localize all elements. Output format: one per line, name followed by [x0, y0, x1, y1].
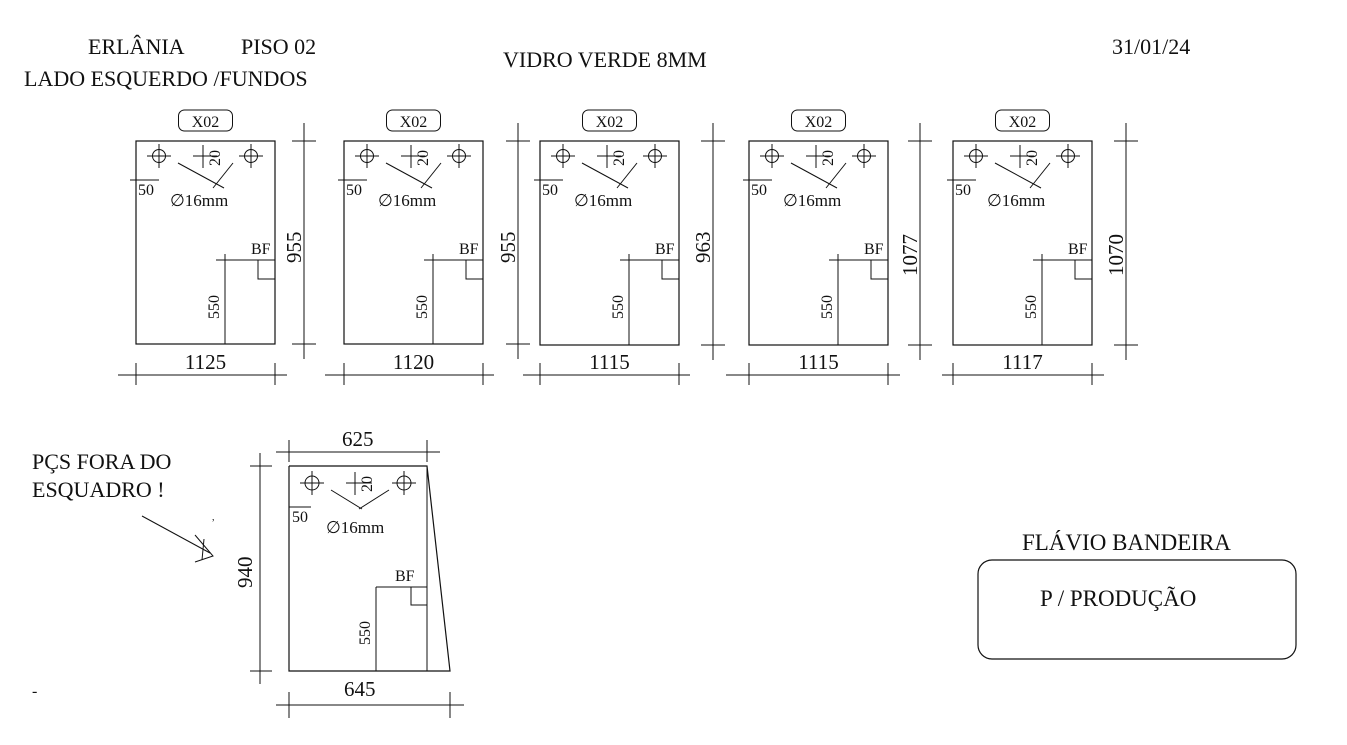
- hole-gap: 20: [207, 150, 224, 166]
- special-hole-gap: 20: [359, 476, 376, 492]
- panel-width: 1120: [393, 350, 434, 374]
- note-arrow-shaft: [141, 515, 211, 554]
- qty-label: X02: [596, 114, 624, 131]
- floor-label: PISO 02: [241, 34, 316, 59]
- leader-line: [825, 162, 847, 189]
- hole-diameter: ∅16mm: [378, 191, 436, 210]
- panel-height: 955: [282, 232, 306, 264]
- special-bf-box: [410, 586, 428, 606]
- panel-outline: [539, 140, 680, 346]
- bf-height: 550: [610, 295, 627, 319]
- panel-outline: [343, 140, 484, 345]
- bf-height: 550: [206, 295, 223, 319]
- leader-line: [330, 489, 363, 510]
- bf-height: 550: [819, 295, 836, 319]
- note-arrow: [141, 515, 214, 563]
- production-label: P / PRODUÇÃO: [1040, 586, 1196, 611]
- panel-width: 1125: [185, 350, 226, 374]
- bf-label: BF: [251, 241, 271, 258]
- signature-name: FLÁVIO BANDEIRA: [1022, 530, 1231, 555]
- hole-offset: 50: [138, 182, 154, 199]
- bf-label: BF: [459, 241, 479, 258]
- leader-line: [420, 162, 442, 189]
- bf-box: [1074, 259, 1093, 280]
- hole-gap: 20: [415, 150, 432, 166]
- note-line-2: ESQUADRO !: [32, 477, 165, 502]
- leader-line: [212, 162, 234, 189]
- panel-outline: [952, 140, 1093, 346]
- bf-height: 550: [414, 295, 431, 319]
- special-top-width: 625: [342, 427, 374, 451]
- bf-box: [257, 259, 276, 280]
- qty-badge: [791, 109, 846, 132]
- qty-badge: [386, 109, 441, 132]
- stray-mark: -: [32, 683, 37, 700]
- bf-box: [870, 259, 889, 280]
- stray-mark: ,: [212, 512, 215, 523]
- special-hole-offset: 50: [292, 509, 308, 526]
- hole-diameter: ∅16mm: [170, 191, 228, 210]
- panel-width: 1117: [1002, 350, 1042, 374]
- hole-offset: 50: [751, 182, 767, 199]
- leader-line: [358, 489, 390, 510]
- client-name: ERLÂNIA: [88, 34, 185, 59]
- special-bf-height: 550: [357, 621, 374, 645]
- panel-outline: [748, 140, 889, 346]
- side-label: LADO ESQUERDO /FUNDOS: [24, 66, 308, 91]
- hole-gap: 20: [820, 150, 837, 166]
- production-box: [977, 559, 1297, 660]
- leader-line: [1029, 162, 1051, 189]
- hole-gap: 20: [611, 150, 628, 166]
- qty-badge: [995, 109, 1050, 132]
- bf-label: BF: [655, 241, 675, 258]
- qty-label: X02: [805, 114, 833, 131]
- note-arrow-head: [201, 538, 205, 561]
- qty-label: X02: [192, 114, 220, 131]
- special-panel: 625 645 940 20 50 ∅16mm: [233, 427, 464, 718]
- bf-label: BF: [1068, 241, 1088, 258]
- qty-badge: [178, 109, 233, 132]
- panel-height: 1077: [898, 234, 922, 276]
- material-label: VIDRO VERDE 8MM: [503, 47, 707, 72]
- bf-box: [465, 259, 484, 280]
- qty-label: X02: [1009, 114, 1037, 131]
- special-bf-label: BF: [395, 568, 415, 585]
- special-height: 940: [233, 557, 257, 589]
- panel-height: 955: [496, 232, 520, 264]
- hole-diameter: ∅16mm: [783, 191, 841, 210]
- leader-line: [616, 162, 638, 189]
- bf-box: [661, 259, 680, 280]
- hole-diameter: ∅16mm: [987, 191, 1045, 210]
- panel-width: 1115: [589, 350, 629, 374]
- special-panel-outline: [288, 465, 451, 672]
- note-arrow-head: [194, 534, 214, 563]
- special-holes: 20 50 ∅16mm: [289, 471, 416, 537]
- qty-badge: [582, 109, 637, 132]
- hole-diameter: ∅16mm: [574, 191, 632, 210]
- panel-height: 1070: [1104, 234, 1128, 276]
- hole-offset: 50: [542, 182, 558, 199]
- bf-label: BF: [864, 241, 884, 258]
- note-line-1: PÇS FORA DO: [32, 449, 171, 474]
- panel-width: 1115: [798, 350, 838, 374]
- bf-height: 550: [1023, 295, 1040, 319]
- special-bottom-width: 645: [344, 677, 376, 701]
- hole-gap: 20: [1024, 150, 1041, 166]
- special-hole-dia: ∅16mm: [326, 518, 384, 537]
- panel-height: 963: [691, 232, 715, 264]
- panel-outline: [135, 140, 276, 345]
- hole-offset: 50: [955, 182, 971, 199]
- hole-offset: 50: [346, 182, 362, 199]
- qty-label: X02: [400, 114, 428, 131]
- date-label: 31/01/24: [1112, 34, 1190, 59]
